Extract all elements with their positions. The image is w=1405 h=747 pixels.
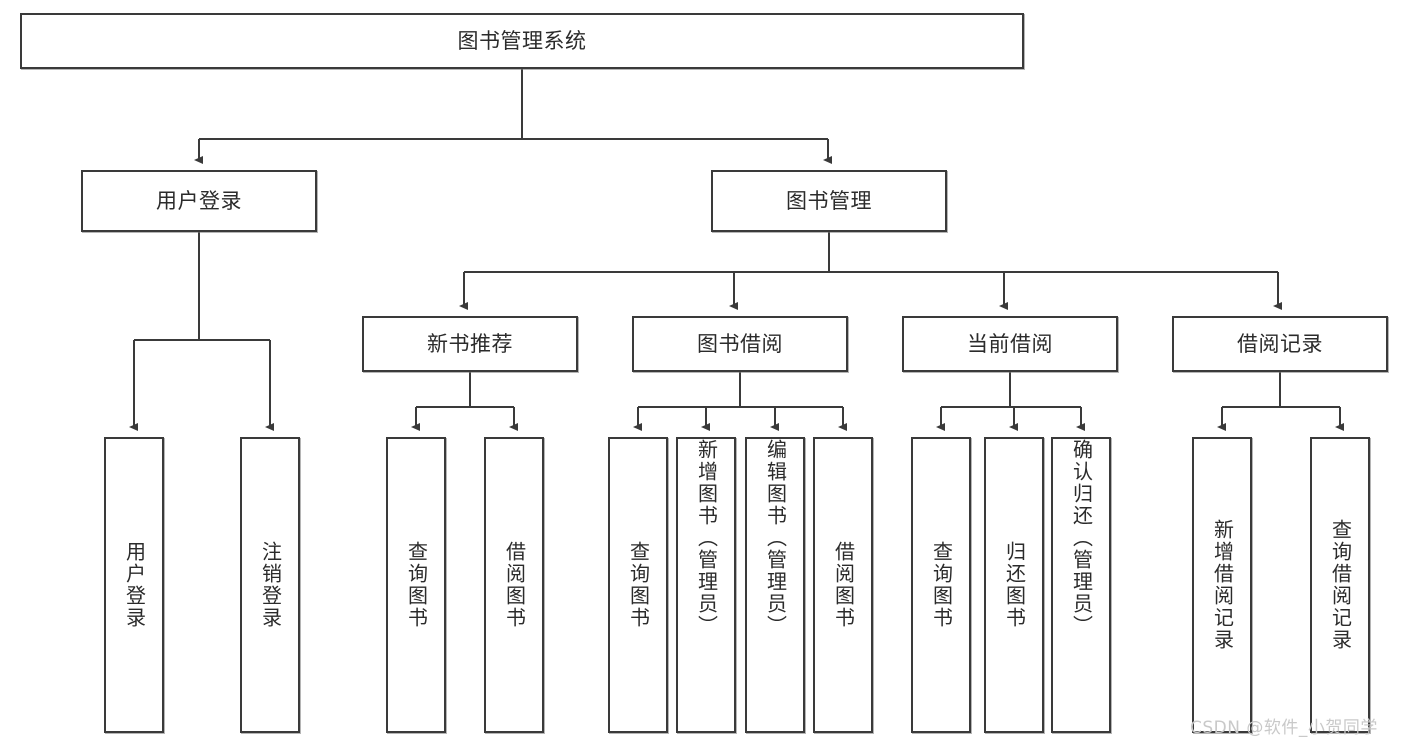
- node-book-manage[interactable]: 图书管理: [711, 170, 947, 232]
- node-user-login-label: 用户登录: [156, 188, 242, 213]
- node-leaf-rec-query-record[interactable]: 查询借阅记录: [1310, 437, 1370, 733]
- node-leaf-borrow-query-book[interactable]: 查询图书: [608, 437, 668, 733]
- node-leaf-rec-query-book-label: 查询图书: [404, 541, 429, 629]
- node-leaf-rec-query-record-label: 查询借阅记录: [1328, 519, 1353, 651]
- node-borrow-record-label: 借阅记录: [1237, 331, 1323, 356]
- node-leaf-borrow-query-book-label: 查询图书: [626, 541, 651, 629]
- node-leaf-user-logout-label: 注销登录: [258, 541, 283, 629]
- node-leaf-cur-confirm-return[interactable]: 确认归还（管理员）: [1051, 437, 1111, 733]
- csdn-watermark: CSDN @软件_小贺同学: [1190, 718, 1378, 738]
- node-book-borrow-label: 图书借阅: [697, 331, 783, 356]
- node-leaf-borrow-borrow-book-label: 借阅图书: [831, 541, 856, 629]
- node-leaf-cur-query-book-label: 查询图书: [929, 541, 954, 629]
- node-new-book-rec-label: 新书推荐: [427, 331, 513, 356]
- node-leaf-borrow-borrow-book[interactable]: 借阅图书: [813, 437, 873, 733]
- node-leaf-borrow-add-book[interactable]: 新增图书（管理员）: [676, 437, 736, 733]
- node-leaf-borrow-edit-book-label: 编辑图书（管理员）: [763, 439, 788, 637]
- node-leaf-user-login-label: 用户登录: [122, 541, 147, 629]
- node-leaf-rec-add-record[interactable]: 新增借阅记录: [1192, 437, 1252, 733]
- node-leaf-rec-borrow-book-label: 借阅图书: [502, 541, 527, 629]
- node-leaf-rec-borrow-book[interactable]: 借阅图书: [484, 437, 544, 733]
- node-current-borrow-label: 当前借阅: [967, 331, 1053, 356]
- node-leaf-rec-query-book[interactable]: 查询图书: [386, 437, 446, 733]
- node-root-label: 图书管理系统: [457, 28, 587, 53]
- node-current-borrow[interactable]: 当前借阅: [902, 316, 1118, 372]
- node-new-book-rec[interactable]: 新书推荐: [362, 316, 578, 372]
- node-root[interactable]: 图书管理系统: [20, 13, 1024, 69]
- node-leaf-cur-query-book[interactable]: 查询图书: [911, 437, 971, 733]
- node-borrow-record[interactable]: 借阅记录: [1172, 316, 1388, 372]
- node-user-login[interactable]: 用户登录: [81, 170, 317, 232]
- node-leaf-user-login[interactable]: 用户登录: [104, 437, 164, 733]
- node-leaf-rec-add-record-label: 新增借阅记录: [1210, 519, 1235, 651]
- node-leaf-borrow-edit-book[interactable]: 编辑图书（管理员）: [745, 437, 805, 733]
- node-leaf-cur-confirm-return-label: 确认归还（管理员）: [1069, 439, 1094, 637]
- node-book-borrow[interactable]: 图书借阅: [632, 316, 848, 372]
- node-leaf-borrow-add-book-label: 新增图书（管理员）: [694, 439, 719, 637]
- node-leaf-user-logout[interactable]: 注销登录: [240, 437, 300, 733]
- node-leaf-cur-return-book[interactable]: 归还图书: [984, 437, 1044, 733]
- node-leaf-cur-return-book-label: 归还图书: [1002, 541, 1027, 629]
- node-book-manage-label: 图书管理: [786, 188, 872, 213]
